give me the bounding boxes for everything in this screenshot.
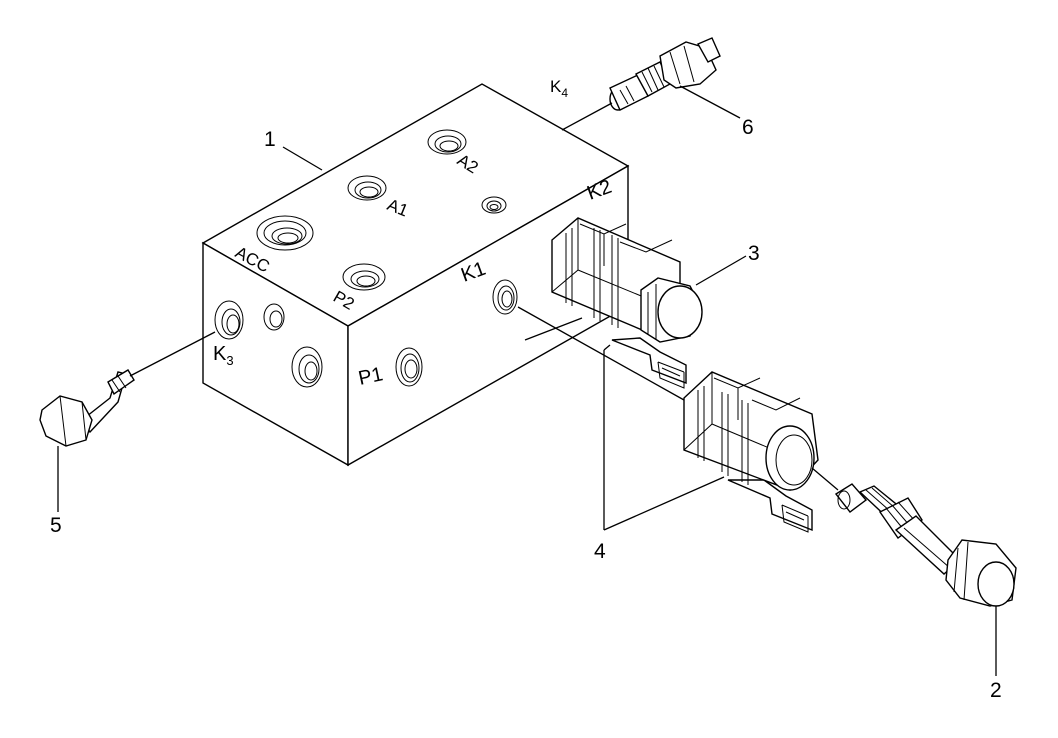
right-ports [395, 279, 518, 387]
gauge-port-hole [481, 196, 507, 214]
callout-5: 5 [50, 514, 62, 537]
port-label-k4: K4 [550, 77, 568, 100]
port-label-k3-letter: K [213, 343, 227, 365]
port-p1-hole [395, 347, 423, 387]
small-front-port-hole [263, 303, 285, 331]
front-lower-port-hole [291, 346, 323, 388]
check-valve-k4 [609, 37, 721, 111]
callout-1: 1 [264, 128, 276, 151]
port-a1-hole [347, 175, 387, 201]
port-p2-hole [342, 263, 386, 291]
callout-2: 2 [990, 679, 1002, 702]
solenoid-coil-upper [551, 217, 703, 389]
solenoid-coil-lower [683, 371, 819, 533]
cartridge-valve [834, 483, 1017, 607]
callout-labels: 1 2 3 4 5 6 [50, 116, 1002, 702]
port-label-k3-sub: 3 [226, 353, 233, 368]
port-label-k4-letter: K [550, 77, 562, 96]
callout-3: 3 [748, 242, 760, 265]
callout-4: 4 [594, 540, 606, 563]
port-label-k3: K3 [213, 343, 234, 368]
top-ports [256, 129, 507, 291]
port-a2-hole [427, 129, 467, 155]
leader-lines [57, 85, 997, 676]
port-label-k4-sub: 4 [561, 86, 568, 100]
port-label-p1: P1 [356, 363, 385, 390]
callout-6: 6 [742, 116, 754, 139]
plug-bolt [39, 369, 135, 447]
front-ports [214, 300, 323, 388]
port-k3-hole [214, 300, 244, 340]
port-k1-hole [492, 279, 518, 315]
port-acc-hole [256, 215, 314, 251]
